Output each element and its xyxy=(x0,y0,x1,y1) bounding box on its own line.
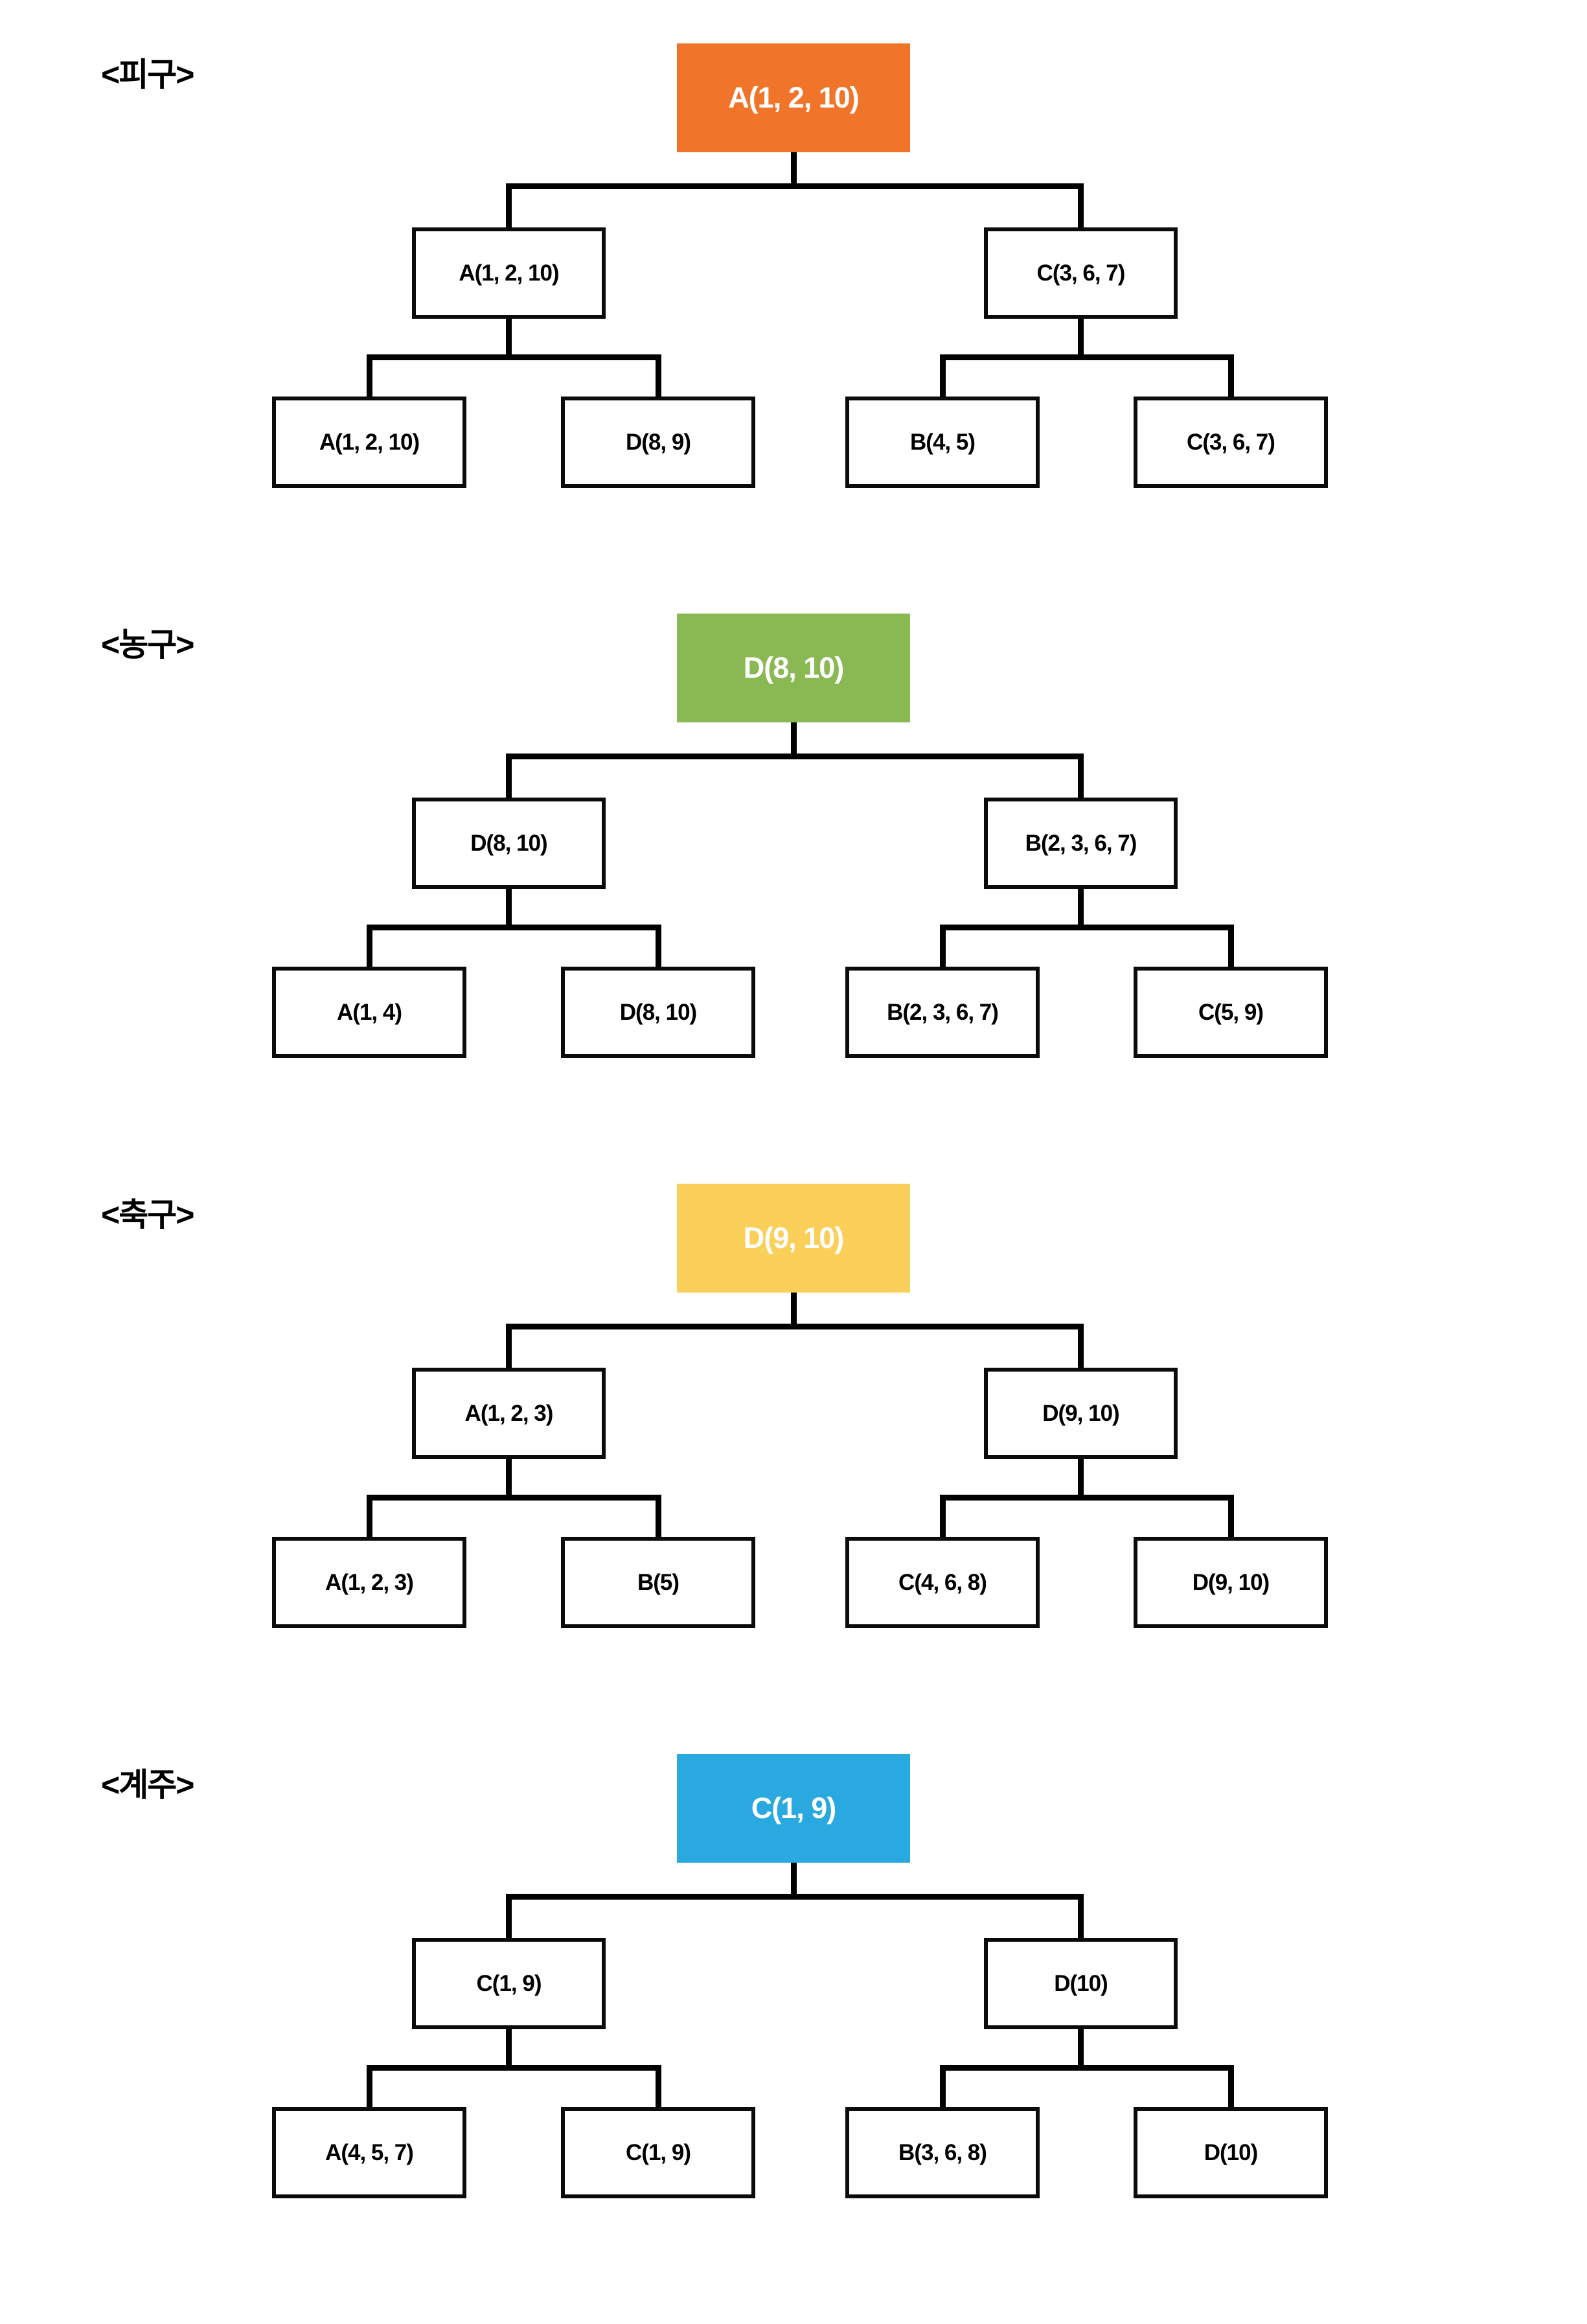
connector-line xyxy=(506,1329,512,1368)
connector-line xyxy=(367,2065,661,2071)
tree-node: A(1, 2, 3) xyxy=(412,1368,606,1459)
connector-line xyxy=(506,759,512,798)
connector-line xyxy=(940,360,946,397)
connector-line xyxy=(940,930,946,967)
root-node: D(9, 10) xyxy=(677,1184,910,1293)
root-node: C(1, 9) xyxy=(677,1754,910,1863)
tree-node: C(3, 6, 7) xyxy=(984,227,1178,319)
tree-node: B(2, 3, 6, 7) xyxy=(845,967,1040,1058)
connector-line xyxy=(940,1501,946,1537)
connector-line xyxy=(367,2071,372,2107)
tree-node: B(5) xyxy=(561,1537,755,1628)
tree-dodgeball: <피구> A(1, 2, 10) A(1, 2, 10) C(3, 6, 7) … xyxy=(0,43,1587,614)
connector-line xyxy=(940,2065,1234,2071)
connector-line xyxy=(367,1495,661,1501)
connector-line xyxy=(940,1495,1234,1501)
connector-line xyxy=(656,930,661,967)
connector-line xyxy=(656,2071,661,2107)
tree-soccer: <축구> D(9, 10) A(1, 2, 3) D(9, 10) A(1, 2… xyxy=(0,1184,1587,1754)
tree-node: D(10) xyxy=(1134,2107,1328,2198)
connector-line xyxy=(1078,1329,1084,1368)
tree-node: D(8, 10) xyxy=(412,798,606,889)
tree-node: D(9, 10) xyxy=(984,1368,1178,1459)
tree-node: B(3, 6, 8) xyxy=(845,2107,1040,2198)
tree-title: <축구> xyxy=(101,1197,194,1233)
connector-line xyxy=(506,889,512,925)
tree-node: A(1, 2, 10) xyxy=(412,227,606,319)
connector-line xyxy=(1228,360,1234,397)
connector-line xyxy=(1078,2029,1084,2065)
connector-line xyxy=(506,183,1084,189)
connector-line xyxy=(656,360,661,397)
connector-line xyxy=(656,1501,661,1537)
tree-basketball: <농구> D(8, 10) D(8, 10) B(2, 3, 6, 7) A(1… xyxy=(0,614,1587,1184)
tree-node: B(2, 3, 6, 7) xyxy=(984,798,1178,889)
connector-line xyxy=(791,152,797,183)
tree-relay: <계주> C(1, 9) C(1, 9) D(10) A(4, 5, 7) C(… xyxy=(0,1754,1587,2324)
connector-line xyxy=(791,722,797,754)
connector-line xyxy=(940,925,1234,930)
connector-line xyxy=(1228,2071,1234,2107)
connector-line xyxy=(367,1501,372,1537)
tree-title: <피구> xyxy=(101,56,194,93)
tree-node: D(9, 10) xyxy=(1134,1537,1328,1628)
tree-node: C(5, 9) xyxy=(1134,967,1328,1058)
tree-node: B(4, 5) xyxy=(845,397,1040,488)
tree-node: C(1, 9) xyxy=(561,2107,755,2198)
connector-line xyxy=(367,354,661,360)
root-node: A(1, 2, 10) xyxy=(677,43,910,152)
connector-line xyxy=(506,189,512,227)
tree-title: <농구> xyxy=(101,627,194,663)
connector-line xyxy=(940,2071,946,2107)
tree-node: A(1, 4) xyxy=(272,967,466,1058)
connector-line xyxy=(1228,1501,1234,1537)
connector-line xyxy=(506,319,512,354)
tree-node: A(1, 2, 3) xyxy=(272,1537,466,1628)
connector-line xyxy=(506,1459,512,1495)
connector-line xyxy=(506,1900,512,1938)
connector-line xyxy=(367,930,372,967)
tree-node: A(4, 5, 7) xyxy=(272,2107,466,2198)
connector-line xyxy=(506,2029,512,2065)
connector-line xyxy=(1078,889,1084,925)
tree-node: D(8, 10) xyxy=(561,967,755,1058)
tree-node: C(1, 9) xyxy=(412,1938,606,2029)
tree-title: <계주> xyxy=(101,1767,194,1803)
tree-node: A(1, 2, 10) xyxy=(272,397,466,488)
connector-line xyxy=(1078,1459,1084,1495)
connector-line xyxy=(506,1894,1084,1900)
connector-line xyxy=(1078,759,1084,798)
tree-node: C(4, 6, 8) xyxy=(845,1537,1040,1628)
connector-line xyxy=(940,354,1234,360)
connector-line xyxy=(506,1324,1084,1329)
connector-line xyxy=(506,754,1084,759)
tree-node: D(10) xyxy=(984,1938,1178,2029)
connector-line xyxy=(367,360,372,397)
connector-line xyxy=(791,1293,797,1324)
tree-node: C(3, 6, 7) xyxy=(1134,397,1328,488)
connector-line xyxy=(1078,319,1084,354)
connector-line xyxy=(1078,189,1084,227)
tree-node: D(8, 9) xyxy=(561,397,755,488)
connector-line xyxy=(1078,1900,1084,1938)
connector-line xyxy=(1228,930,1234,967)
root-node: D(8, 10) xyxy=(677,614,910,722)
connector-line xyxy=(367,925,661,930)
connector-line xyxy=(791,1863,797,1894)
